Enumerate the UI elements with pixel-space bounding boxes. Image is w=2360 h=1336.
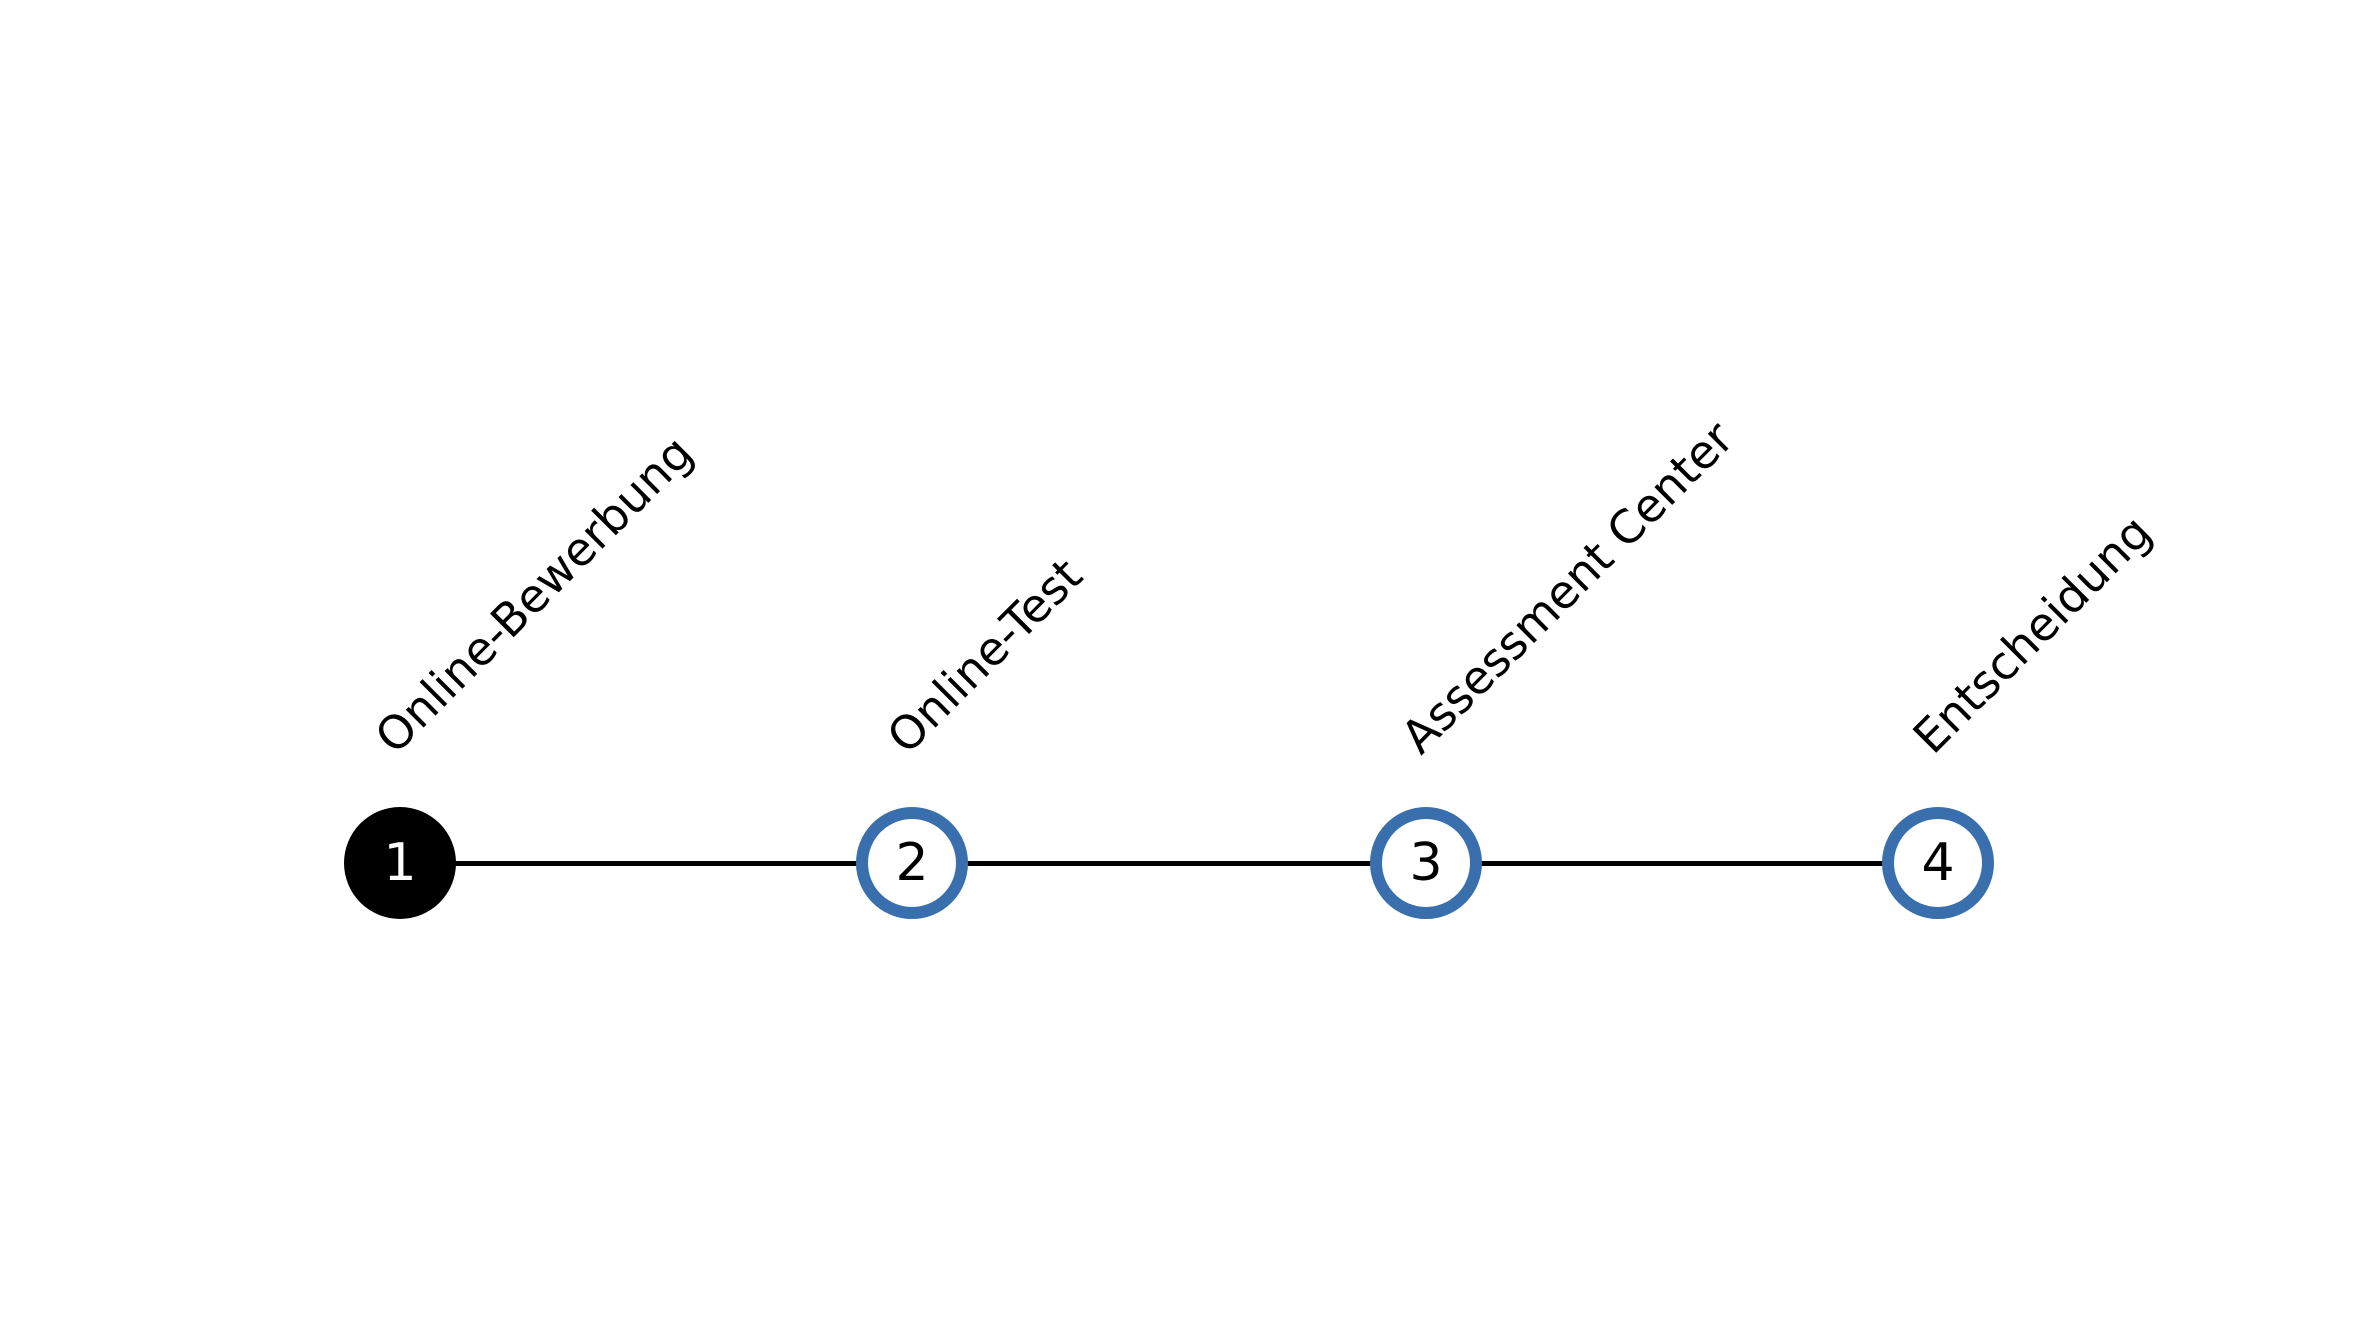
step-connector-2-3 — [912, 861, 1426, 866]
step-4-circle[interactable]: 4 — [1882, 807, 1994, 919]
step-2-circle[interactable]: 2 — [856, 807, 968, 919]
step-3-circle[interactable]: 3 — [1370, 807, 1482, 919]
step-4-label: Entscheidung — [1902, 504, 2162, 764]
step-1-label: Online-Bewerbung — [364, 425, 704, 764]
step-connector-1-2 — [400, 861, 912, 866]
step-1-circle[interactable]: 1 — [344, 807, 456, 919]
step-4-number: 4 — [1921, 833, 1955, 893]
step-1-number: 1 — [383, 833, 417, 893]
step-2-label: Online-Test — [876, 547, 1093, 764]
step-2-number: 2 — [895, 833, 929, 893]
step-connector-3-4 — [1426, 861, 1938, 866]
step-3-label: Assessment Center — [1390, 410, 1744, 764]
step-3-number: 3 — [1409, 833, 1443, 893]
